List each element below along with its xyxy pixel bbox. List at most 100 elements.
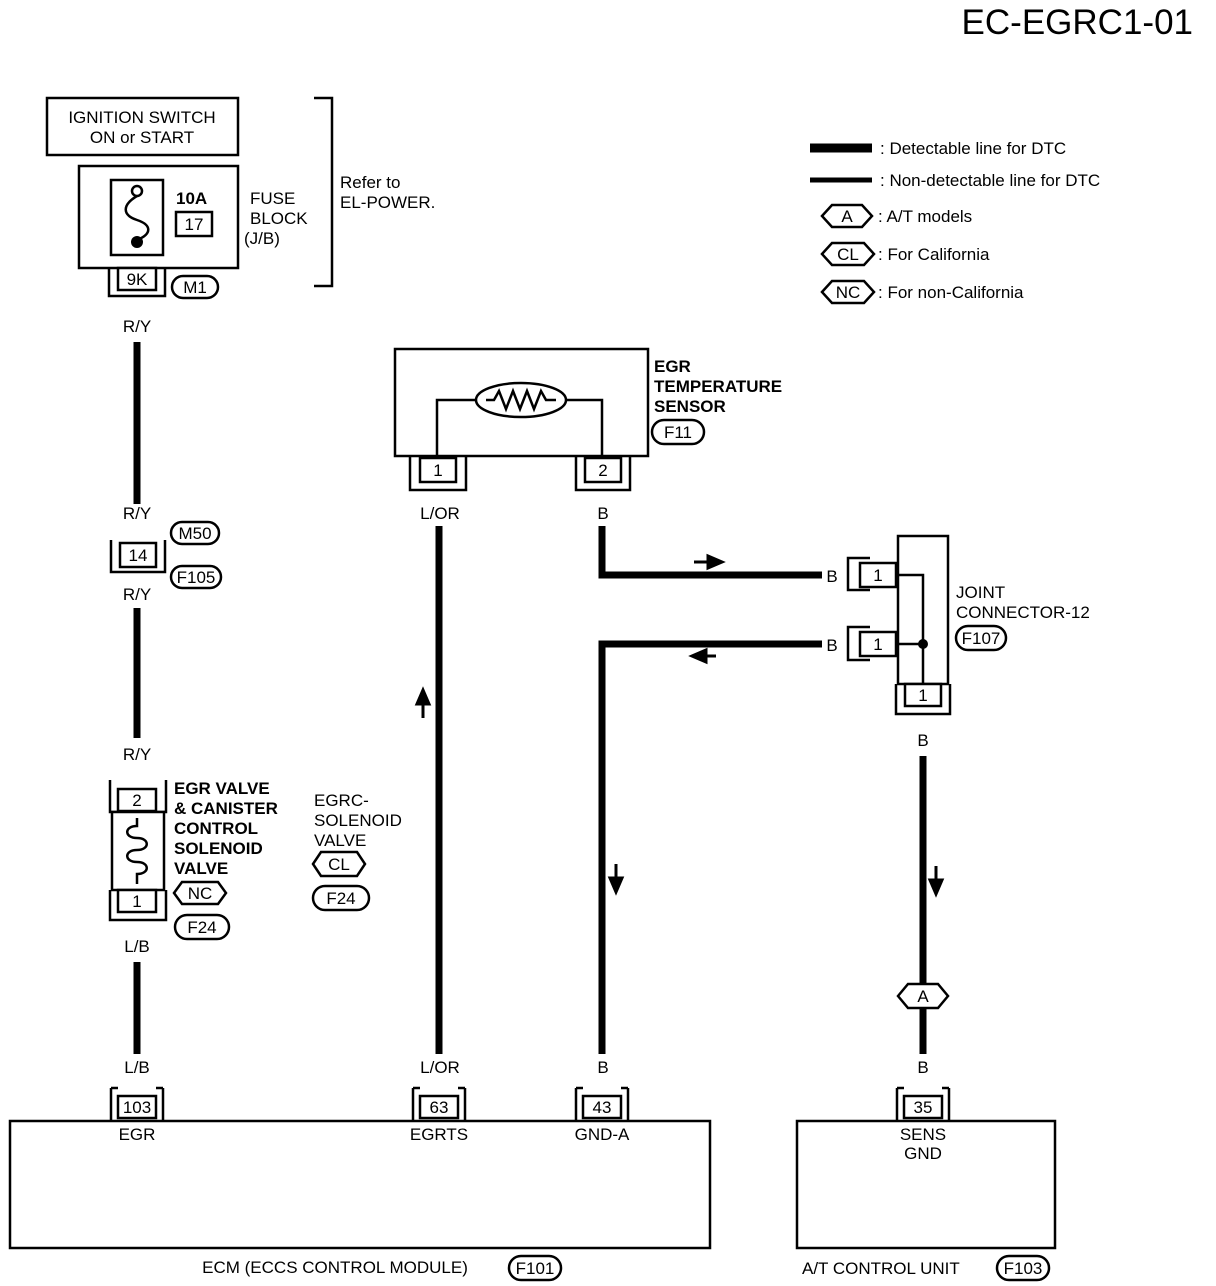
ecm-pin-43-box: [581, 1094, 623, 1120]
wire-color-b-3: B: [826, 636, 837, 655]
egr-sensor-label-2: TEMPERATURE: [654, 377, 782, 396]
egrc-valve-f24-tag: [311, 884, 371, 912]
refer-bracket: [314, 96, 334, 288]
fuse-icon: [124, 194, 150, 242]
ecm-pin-63-box: [418, 1094, 460, 1120]
at-control-unit-box: [795, 1119, 1057, 1250]
joint-connector-label-2: CONNECTOR-12: [956, 603, 1090, 622]
connector-m1-tag: [170, 274, 220, 300]
egrc-valve-label-1: EGRC-: [314, 791, 369, 810]
legend-cl-label: : For California: [878, 245, 990, 264]
refer-line-2: EL-POWER.: [340, 193, 435, 212]
joint-pin-c-label: 1: [918, 686, 927, 705]
egr-valve-nc-label: NC: [188, 884, 213, 903]
valve-pin1-label: 1: [132, 892, 141, 911]
egr-sensor-f11-tag: [650, 418, 706, 446]
fuse-number-box: [174, 210, 214, 238]
egrc-valve-label-2: SOLENOID: [314, 811, 402, 830]
connector-9k-bracket: [107, 268, 167, 298]
connector-14-label: 14: [129, 546, 148, 565]
sensor-pin1-bracket: [408, 456, 468, 492]
thermistor-resistor: [486, 387, 556, 413]
sensor-pin2-box: [583, 456, 623, 484]
legend-nc-tag: [820, 279, 876, 305]
ecm-pin-63-name: EGRTS: [410, 1125, 468, 1144]
egrc-valve-cl-label: CL: [328, 855, 350, 874]
joint-pin-c-bracket: [894, 684, 952, 716]
legend-a-label: : A/T models: [878, 207, 972, 226]
joint-node: [918, 639, 928, 649]
joint-pin-a-label: 1: [873, 566, 882, 585]
egr-sensor-label-1: EGR: [654, 357, 691, 376]
connector-9k-label: 9K: [127, 270, 148, 289]
wire-color-b-4: B: [597, 1058, 608, 1077]
valve-pin1-bracket: [108, 890, 168, 922]
at-f103-tag: [995, 1254, 1051, 1282]
connector-f105-tag: [169, 564, 223, 590]
refer-line-1: Refer to: [340, 173, 400, 192]
legend-nc-symbol: NC: [836, 283, 861, 302]
solenoid-coil-icon: [126, 818, 148, 884]
joint-pin-b-bracket: [846, 625, 870, 662]
wire-color-ry-3: R/Y: [123, 585, 151, 604]
wire-color-ry-1: R/Y: [123, 317, 151, 336]
wire-b-gnd-a: [598, 640, 822, 1054]
sensor-pin2-bracket: [574, 456, 632, 492]
ecm-f101-label: F101: [516, 1259, 555, 1278]
egr-valve-nc-tag: [172, 880, 228, 906]
wire-color-b-2: B: [826, 567, 837, 586]
at-pin-35-label: 35: [914, 1098, 933, 1117]
arrow-left-icon: [688, 647, 716, 665]
legend-non-detectable-label: : Non-detectable line for DTC: [880, 171, 1100, 190]
at-f103-label: F103: [1004, 1259, 1043, 1278]
fuse-bottom-terminal: [131, 236, 143, 248]
joint-connector-f107-tag: [954, 624, 1008, 652]
wire-color-lb-2: L/B: [124, 1058, 150, 1077]
egr-sensor-label-3: SENSOR: [654, 397, 726, 416]
legend-a-symbol: A: [841, 207, 853, 226]
connector-9k-box: [116, 266, 158, 292]
wire-color-lor-1: L/OR: [420, 504, 460, 523]
wire-color-b-6: B: [917, 1058, 928, 1077]
wire-color-b-5: B: [917, 731, 928, 750]
joint-pin-b-box: [858, 630, 898, 658]
legend-cl-symbol: CL: [837, 245, 859, 264]
ecm-pin-103-name: EGR: [119, 1125, 156, 1144]
sensor-internal-wire: [435, 398, 604, 456]
ignition-switch-box: [45, 96, 240, 157]
ecm-pin-43-label: 43: [593, 1098, 612, 1117]
joint-pin-a-box: [858, 561, 898, 589]
ecm-pin-103-label: 103: [123, 1098, 151, 1117]
egr-valve-label-4: SOLENOID: [174, 839, 263, 858]
arrow-down-icon-2: [927, 866, 945, 898]
ecm-f101-tag: [507, 1254, 563, 1282]
sensor-pin1-box: [418, 456, 458, 484]
joint-pin-b-label: 1: [873, 635, 882, 654]
diagram-id: EC-EGRC1-01: [962, 3, 1193, 42]
ecm-pin-103-box: [116, 1094, 158, 1120]
egr-valve-label-5: VALVE: [174, 859, 228, 878]
egrc-valve-f24-label: F24: [326, 889, 355, 908]
ecm-box: [8, 1119, 712, 1250]
at-variant-a-label: A: [917, 987, 929, 1006]
arrow-down-icon: [607, 864, 625, 896]
ecm-pin-63-bracket: [411, 1086, 467, 1121]
wire-b-sensor-ground: [598, 526, 822, 579]
ecm-pin-103-bracket: [109, 1086, 165, 1121]
at-variant-a-tag: [896, 982, 950, 1010]
wire-color-ry-2: R/Y: [123, 504, 151, 523]
egr-sensor-f11-label: F11: [664, 423, 692, 442]
at-control-unit-label: A/T CONTROL UNIT: [802, 1259, 960, 1278]
legend-detectable-label: : Detectable line for DTC: [880, 139, 1066, 158]
egr-valve-label-3: CONTROL: [174, 819, 258, 838]
valve-pin2-label: 2: [132, 791, 141, 810]
ecm-pin-43-name: GND-A: [575, 1125, 630, 1144]
ignition-switch-label-2: ON or START: [90, 128, 194, 147]
joint-connector-label-1: JOINT: [956, 583, 1005, 602]
joint-pin-a-bracket: [846, 556, 870, 592]
ecm-label: ECM (ECCS CONTROL MODULE): [202, 1258, 468, 1277]
ecm-pin-43-bracket: [574, 1086, 630, 1121]
egr-valve-f24-tag: [173, 913, 231, 941]
connector-f105-label: F105: [177, 568, 216, 587]
